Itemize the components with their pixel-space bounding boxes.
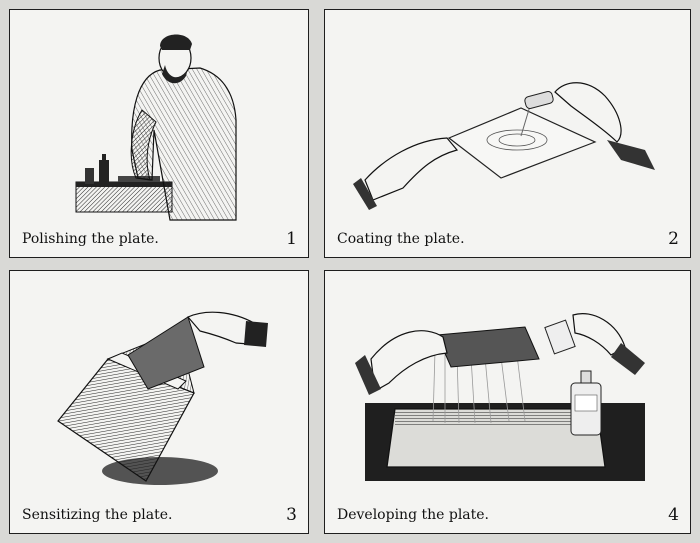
hands-pouring-developer-engraving [355, 313, 645, 481]
panel-polishing: Polishing the plate. 1 [9, 9, 309, 258]
caption: Coating the plate. [337, 231, 465, 247]
caption: Developing the plate. [337, 507, 490, 523]
caption: Polishing the plate. [22, 231, 159, 247]
panel-number: 1 [286, 229, 297, 249]
plate-dipping-bath-engraving [57, 311, 268, 485]
panel-number: 3 [286, 505, 297, 525]
caption: Sensitizing the plate. [22, 507, 173, 523]
panel-sensitizing: Sensitizing the plate. 3 [9, 270, 309, 534]
panel-developing: Developing the plate. 4 [324, 270, 691, 534]
panel-coating: Coating the plate. 2 [324, 9, 691, 258]
panel-number: 2 [668, 229, 679, 249]
panel-number: 4 [668, 505, 679, 525]
hands-pouring-collodion-engraving [353, 82, 655, 210]
man-polishing-plate-engraving [75, 34, 237, 221]
